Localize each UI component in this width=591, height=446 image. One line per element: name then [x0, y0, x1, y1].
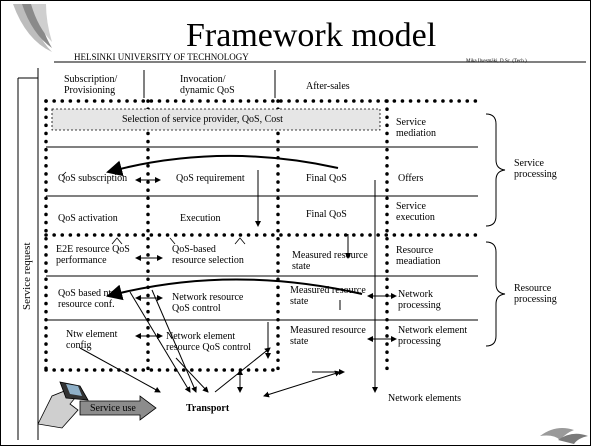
university-name: HELSINKI UNIVERSITY OF TECHNOLOGY [74, 52, 249, 62]
measured-resource-state-1: Measured resource state [292, 250, 368, 272]
qos-based-resource-selection: QoS-based resource selection [172, 244, 244, 266]
measured-resource-state-2: Measured resource state [290, 285, 366, 307]
service-use-label: Service use [90, 403, 136, 414]
laptop-hand-icon [37, 381, 89, 429]
service-use-badge [79, 395, 157, 421]
qos-activation: QoS activation [58, 213, 118, 224]
network-element-resource-qos-control: Network element resource QoS control [166, 331, 251, 353]
qos-subscription: QoS subscription [58, 173, 128, 184]
service-processing-label: Service processing [514, 158, 557, 180]
service-mediation: Service mediation [396, 117, 436, 139]
e2e-resource-qos: E2E resource QoS performance [56, 244, 130, 266]
hut-logo-icon [13, 4, 52, 52]
phase-after-sales: After-sales [306, 81, 350, 92]
selection-bar-label: Selection of service provider, QoS, Cost [122, 114, 283, 125]
resource-mediation: Resource meadiation [396, 245, 441, 267]
resource-processing-label: Resource processing [514, 283, 557, 305]
qos-requirement: QoS requirement [176, 173, 245, 184]
phase-invocation: Invocation/ dynamic QoS [180, 74, 235, 96]
phase-subscription: Subscription/ Provisioning [64, 74, 118, 96]
transport-label: Transport [186, 403, 230, 414]
network-elements-label: Network elements [388, 393, 462, 404]
service-request-label: Service request [21, 242, 33, 311]
final-qos-1: Final QoS [306, 173, 347, 184]
resource-brace [485, 241, 506, 347]
execution: Execution [180, 213, 221, 224]
measured-resource-state-3: Measured resource state [290, 325, 366, 347]
author-name: Mika Ilvesmäki, D.Sc. (Tech.) [466, 59, 527, 64]
offers: Offers [398, 173, 424, 184]
page-title: Framework model [186, 17, 437, 54]
network-resource-qos-control: Network resource QoS control [172, 292, 244, 314]
service-execution: Service execution [396, 201, 435, 223]
network-element-processing: Network element processing [398, 325, 468, 347]
service-brace [485, 113, 506, 227]
qos-based-ntw-resource: QoS based ntw resource conf. [58, 288, 119, 310]
network-processing: Network processing [398, 289, 441, 311]
selection-bar [51, 108, 381, 131]
final-qos-2: Final QoS [306, 209, 347, 220]
bird-logo-icon [540, 428, 588, 444]
ntw-element-config: Ntw element config [66, 329, 118, 351]
